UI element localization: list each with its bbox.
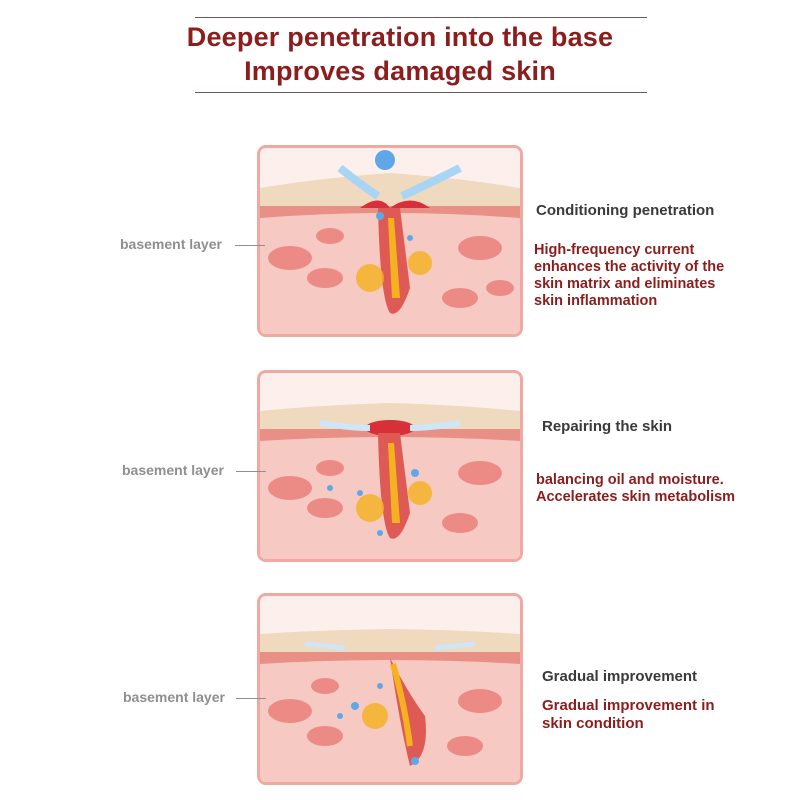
skin-diagram-improvement	[257, 593, 523, 785]
basement-layer-leader-1	[235, 245, 265, 246]
basement-layer-label-1: basement layer	[120, 236, 222, 252]
panel-2-description: balancing oil and moisture. Accelerates …	[536, 472, 736, 505]
skin-diagram-repairing	[257, 370, 523, 562]
skin-diagram-conditioning	[257, 145, 523, 337]
header-rule-top	[195, 17, 647, 18]
panel-1-description: High-frequency current enhances the acti…	[534, 242, 725, 309]
page-title-line-1: Deeper penetration into the base	[186, 22, 614, 52]
panel-1-heading: Conditioning penetration	[536, 202, 715, 219]
basement-layer-leader-3	[236, 698, 266, 699]
basement-layer-label-2: basement layer	[122, 462, 224, 478]
panel-3-heading: Gradual improvement	[542, 668, 698, 685]
panel-3-description: Gradual improvement in skin condition	[542, 697, 715, 732]
panel-2-heading: Repairing the skin	[542, 418, 673, 435]
basement-layer-label-3: basement layer	[123, 689, 225, 705]
page-title-line-2: Improves damaged skin	[244, 56, 556, 86]
header-rule-bottom	[195, 92, 647, 93]
basement-layer-leader-2	[236, 471, 266, 472]
